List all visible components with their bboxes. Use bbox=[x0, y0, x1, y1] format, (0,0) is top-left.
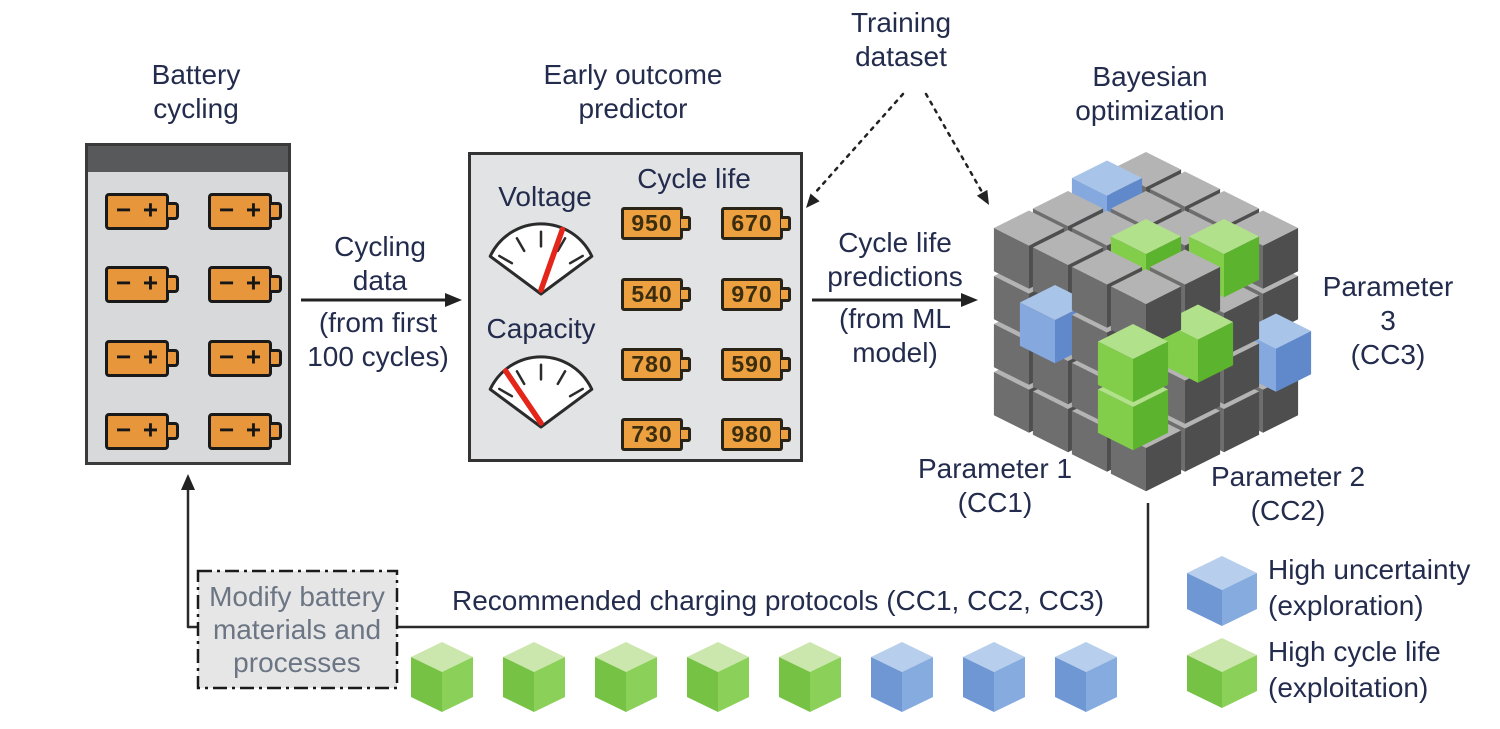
battery-terminal bbox=[781, 216, 791, 231]
legend-exploration-label: High uncertainty (exploration) bbox=[1268, 554, 1471, 621]
cycle-life-value: 950 bbox=[631, 210, 673, 236]
battery-terminal bbox=[271, 275, 282, 293]
recommended-protocols-label: Recommended charging protocols (CC1, CC2… bbox=[451, 585, 1105, 616]
battery-plus: + bbox=[245, 414, 261, 445]
cycling-data-label: Cycling data bbox=[334, 231, 426, 297]
predictions-label: Cycle life predictions bbox=[827, 227, 963, 293]
battery-minus: − bbox=[116, 267, 132, 298]
battery-terminal bbox=[271, 422, 282, 440]
cycle-life-battery: 970 bbox=[721, 278, 791, 311]
cycle-life-value: 540 bbox=[631, 281, 673, 307]
battery-terminal bbox=[168, 202, 179, 220]
training-arrow-left bbox=[806, 92, 905, 208]
cycle-life-battery: 950 bbox=[621, 207, 691, 240]
modify-box-label: Modify battery materials and processes bbox=[209, 581, 385, 679]
protocol-cube-green bbox=[595, 642, 657, 712]
cycle-life-value: 730 bbox=[631, 421, 673, 447]
battery-plus: + bbox=[245, 267, 261, 298]
protocol-cube-green bbox=[779, 642, 841, 712]
predictions-arrow bbox=[812, 293, 978, 307]
battery-cycling-title: Battery cycling bbox=[151, 59, 241, 125]
battery-terminal bbox=[781, 357, 791, 372]
battery-minus: − bbox=[116, 414, 132, 445]
battery-terminal bbox=[781, 427, 791, 442]
battery-terminal bbox=[271, 202, 282, 220]
training-arrow-right bbox=[924, 92, 989, 205]
battery-terminal bbox=[168, 349, 179, 367]
battery-icon: −+ bbox=[208, 193, 282, 230]
parameter3-label: Parameter 3 (CC3) bbox=[1322, 271, 1454, 371]
battery-icon: −+ bbox=[208, 413, 282, 450]
cycling-data-arrow bbox=[301, 293, 462, 307]
protocol-cube-blue bbox=[963, 642, 1025, 712]
protocol-cubes bbox=[411, 642, 1117, 712]
legend-cube-green bbox=[1187, 638, 1257, 708]
predictor-title: Early outcome predictor bbox=[543, 59, 723, 125]
legend-exploitation-label: High cycle life (exploitation) bbox=[1268, 636, 1441, 703]
training-dataset-label: Training dataset bbox=[850, 7, 952, 73]
cycle-life-battery: 670 bbox=[721, 207, 791, 240]
predictions-sublabel: (from ML model) bbox=[839, 303, 951, 369]
cycle-life-battery: 590 bbox=[721, 348, 791, 381]
capacity-gauge bbox=[488, 355, 594, 429]
legend-cube-blue bbox=[1187, 556, 1257, 626]
battery-terminal bbox=[681, 216, 691, 231]
cycle-life-battery: 540 bbox=[621, 278, 691, 311]
battery-plus: + bbox=[142, 194, 158, 225]
battery-minus: − bbox=[219, 267, 235, 298]
cycling-data-sublabel: (from first 100 cycles) bbox=[307, 307, 449, 373]
feedback-arrow bbox=[181, 474, 1150, 629]
battery-icon: −+ bbox=[105, 413, 179, 450]
protocol-cube-green bbox=[411, 642, 473, 712]
voltage-label: Voltage bbox=[498, 181, 592, 212]
battery-icon: −+ bbox=[208, 340, 282, 377]
big-cube bbox=[993, 152, 1312, 492]
battery-plus: + bbox=[245, 341, 261, 372]
cycle-life-value: 590 bbox=[731, 351, 773, 377]
modify-box bbox=[196, 569, 399, 690]
cycle-life-label: Cycle life bbox=[637, 163, 751, 194]
battery-icon: −+ bbox=[208, 266, 282, 303]
protocol-cube-blue bbox=[1055, 642, 1117, 712]
battery-terminal bbox=[168, 422, 179, 440]
cycle-life-battery: 730 bbox=[621, 418, 691, 451]
battery-terminal bbox=[681, 357, 691, 372]
protocol-cube-green bbox=[687, 642, 749, 712]
battery-terminal bbox=[681, 287, 691, 302]
bayesian-title: Bayesian optimization bbox=[1075, 61, 1225, 127]
battery-minus: − bbox=[219, 341, 235, 372]
cycle-life-battery: 780 bbox=[621, 348, 691, 381]
parameter1-label: Parameter 1 (CC1) bbox=[917, 453, 1073, 519]
cycle-life-value: 780 bbox=[631, 351, 673, 377]
battery-box-header bbox=[88, 146, 288, 172]
battery-terminal bbox=[271, 349, 282, 367]
cycle-life-value: 670 bbox=[731, 210, 773, 236]
battery-terminal bbox=[681, 427, 691, 442]
battery-minus: − bbox=[116, 341, 132, 372]
parameter2-label: Parameter 2 (CC2) bbox=[1210, 461, 1366, 527]
cycle-life-battery: 980 bbox=[721, 418, 791, 451]
battery-terminal bbox=[168, 275, 179, 293]
battery-plus: + bbox=[245, 194, 261, 225]
voltage-gauge bbox=[488, 222, 594, 296]
protocol-cube-blue bbox=[871, 642, 933, 712]
cycle-life-value: 980 bbox=[731, 421, 773, 447]
battery-minus: − bbox=[116, 194, 132, 225]
battery-minus: − bbox=[219, 414, 235, 445]
battery-plus: + bbox=[142, 341, 158, 372]
early-outcome-predictor-box: 950 670 540 970 780 590 730 980 bbox=[468, 152, 803, 462]
battery-cycling-box: −+−+−+−+−+−+−+−+ bbox=[85, 143, 291, 465]
battery-minus: − bbox=[219, 194, 235, 225]
cycle-life-value: 970 bbox=[731, 281, 773, 307]
capacity-label: Capacity bbox=[486, 313, 596, 344]
battery-icon: −+ bbox=[105, 266, 179, 303]
battery-plus: + bbox=[142, 267, 158, 298]
battery-terminal bbox=[781, 287, 791, 302]
battery-icon: −+ bbox=[105, 340, 179, 377]
battery-plus: + bbox=[142, 414, 158, 445]
battery-icon: −+ bbox=[105, 193, 179, 230]
protocol-cube-green bbox=[503, 642, 565, 712]
